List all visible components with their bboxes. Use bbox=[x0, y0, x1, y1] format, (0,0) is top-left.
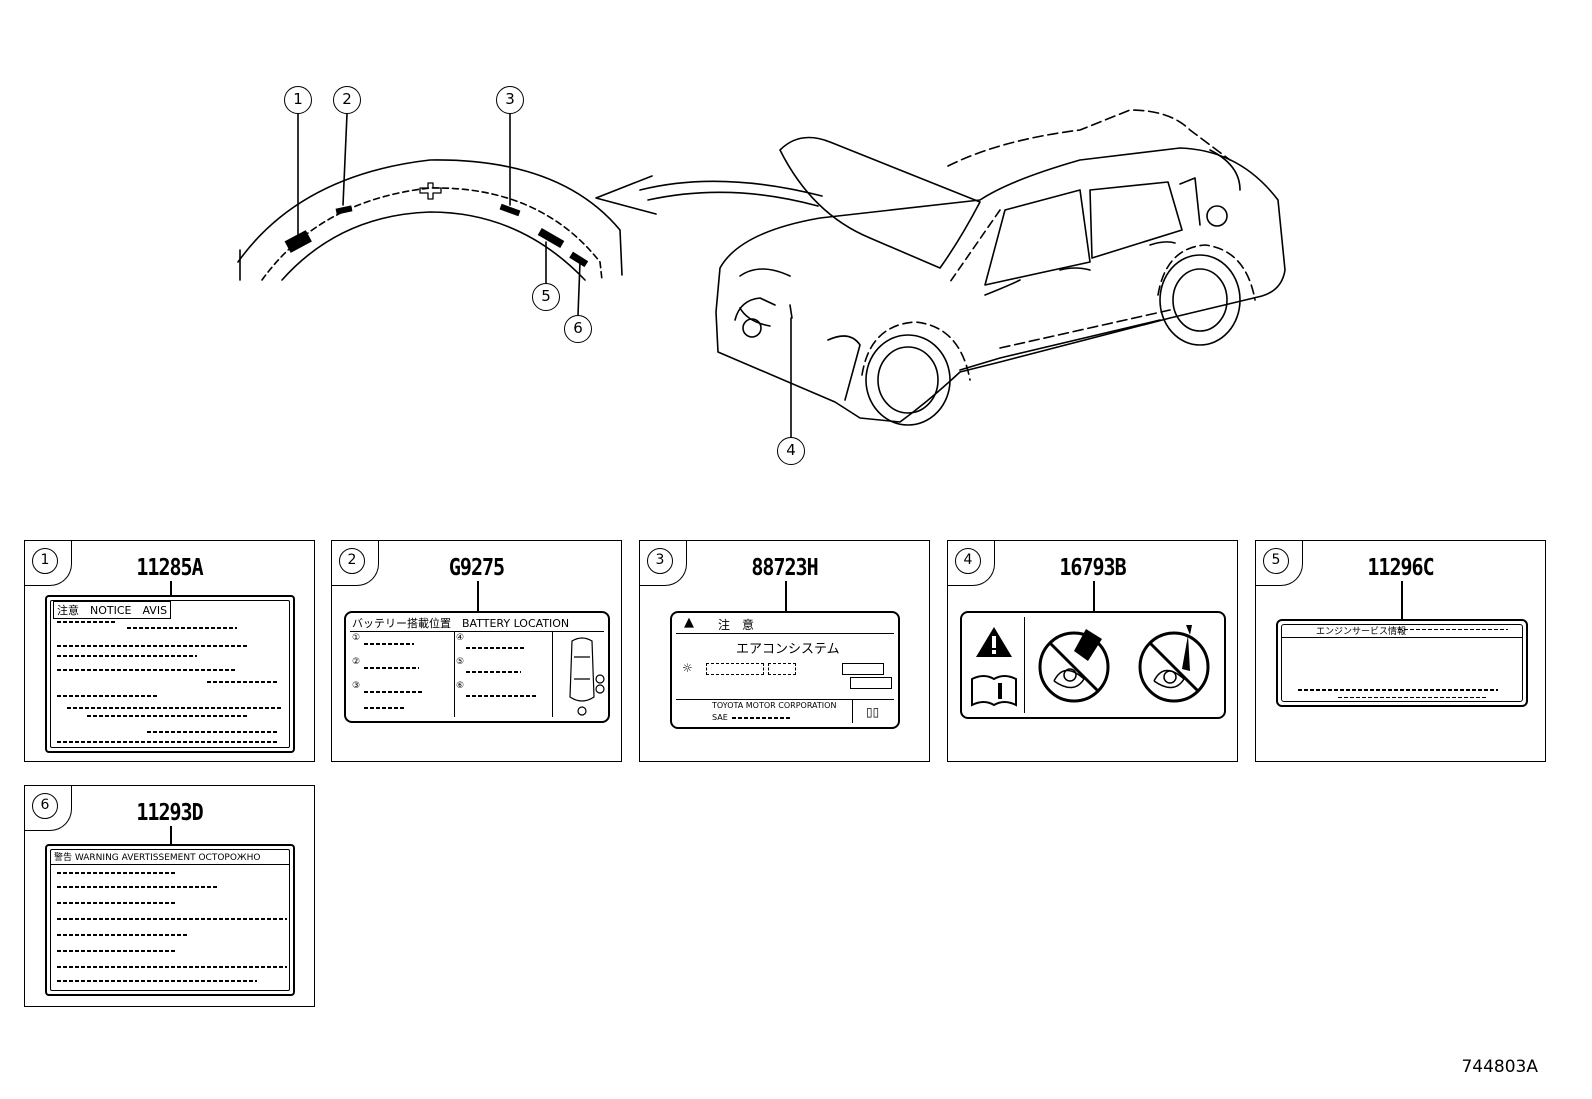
callout-5: 5 bbox=[532, 283, 560, 311]
part-number: 11296C bbox=[1367, 553, 1434, 581]
label-graphic: 注意 NOTICE AVIS bbox=[45, 595, 295, 753]
row-mark-6: ⑥ bbox=[456, 681, 465, 691]
row-mark-1: ① bbox=[352, 633, 361, 643]
label-header: 注 意 bbox=[718, 618, 755, 632]
sun-icon: ☼ bbox=[682, 661, 693, 675]
car-top-view-icon bbox=[569, 637, 605, 716]
label-graphic: 警告 WARNING AVERTISSEMENT ОСТОРОЖНО bbox=[45, 844, 295, 996]
part-number: G9275 bbox=[448, 553, 505, 581]
row-mark-4: ④ bbox=[456, 633, 465, 643]
panel-number: 3 bbox=[647, 548, 673, 574]
panel-tab: 2 bbox=[331, 540, 379, 586]
hood-underside-view bbox=[237, 159, 623, 281]
panel-number: 5 bbox=[1263, 548, 1289, 574]
callout-6: 6 bbox=[564, 315, 592, 343]
label-graphic: ▲ 注 意 エアコンシステム ☼ TOYOTA MOTOR CORPORATIO… bbox=[670, 611, 900, 729]
hood-label-marks bbox=[284, 203, 589, 268]
label-panel-1: 1 11285A 注意 NOTICE AVIS bbox=[24, 540, 315, 762]
label-panel-6: 6 11293D 警告 WARNING AVERTISSEMENT ОСТОРО… bbox=[24, 785, 315, 1007]
label-header: エンジンサービス情報 bbox=[1316, 627, 1407, 637]
label-header: バッテリー搭載位置 BATTERY LOCATION bbox=[352, 617, 570, 630]
no-tool-near-fan-icon bbox=[1138, 625, 1210, 703]
label-panel-3: 3 88723H ▲ 注 意 エアコンシステム ☼ TOYOTA MOTOR C… bbox=[639, 540, 930, 762]
panel-tab: 3 bbox=[639, 540, 687, 586]
panel-tab: 5 bbox=[1255, 540, 1303, 586]
callout-2: 2 bbox=[333, 86, 361, 114]
reference-code: 744803A bbox=[1461, 1057, 1538, 1077]
part-number: 16793B bbox=[1059, 553, 1126, 581]
label-title: エアコンシステム bbox=[736, 642, 840, 657]
part-number: 88723H bbox=[751, 553, 818, 581]
label-panel-2: 2 G9275 バッテリー搭載位置 BATTERY LOCATION ① ② ③… bbox=[331, 540, 622, 762]
sae-code: SAE bbox=[712, 713, 728, 722]
panel-tab: 4 bbox=[947, 540, 995, 586]
panel-number: 1 bbox=[32, 548, 58, 574]
panel-number: 6 bbox=[32, 793, 58, 819]
label-header: 注意 NOTICE AVIS bbox=[53, 601, 172, 619]
panel-number: 2 bbox=[339, 548, 365, 574]
warning-manual-icon bbox=[971, 627, 1017, 707]
callout-4: 4 bbox=[777, 437, 805, 465]
label-graphic bbox=[960, 611, 1226, 719]
label-panel-5: 5 11296C エンジンサービス情報 bbox=[1255, 540, 1546, 762]
book-icon: ▯▯ bbox=[866, 705, 880, 719]
warning-triangle-icon: ▲ bbox=[684, 615, 694, 630]
vehicle-outline bbox=[715, 109, 1286, 426]
panel-number: 4 bbox=[955, 548, 981, 574]
label-graphic: バッテリー搭載位置 BATTERY LOCATION ① ② ③ ④ ⑤ ⑥ bbox=[344, 611, 610, 723]
label-graphic: エンジンサービス情報 bbox=[1276, 619, 1528, 707]
callout-1: 1 bbox=[284, 86, 312, 114]
maker-name: TOYOTA MOTOR CORPORATION bbox=[712, 701, 837, 710]
row-mark-2: ② bbox=[352, 657, 361, 667]
callout-3: 3 bbox=[496, 86, 524, 114]
panel-tab: 6 bbox=[24, 785, 72, 831]
label-panel-4: 4 16793B bbox=[947, 540, 1238, 762]
no-hand-near-fan-icon bbox=[1038, 629, 1110, 703]
row-mark-3: ③ bbox=[352, 681, 361, 691]
part-number: 11285A bbox=[136, 553, 203, 581]
part-number: 11293D bbox=[136, 798, 203, 826]
row-mark-5: ⑤ bbox=[456, 657, 465, 667]
panel-tab: 1 bbox=[24, 540, 72, 586]
label-header: 警告 WARNING AVERTISSEMENT ОСТОРОЖНО bbox=[54, 853, 261, 863]
